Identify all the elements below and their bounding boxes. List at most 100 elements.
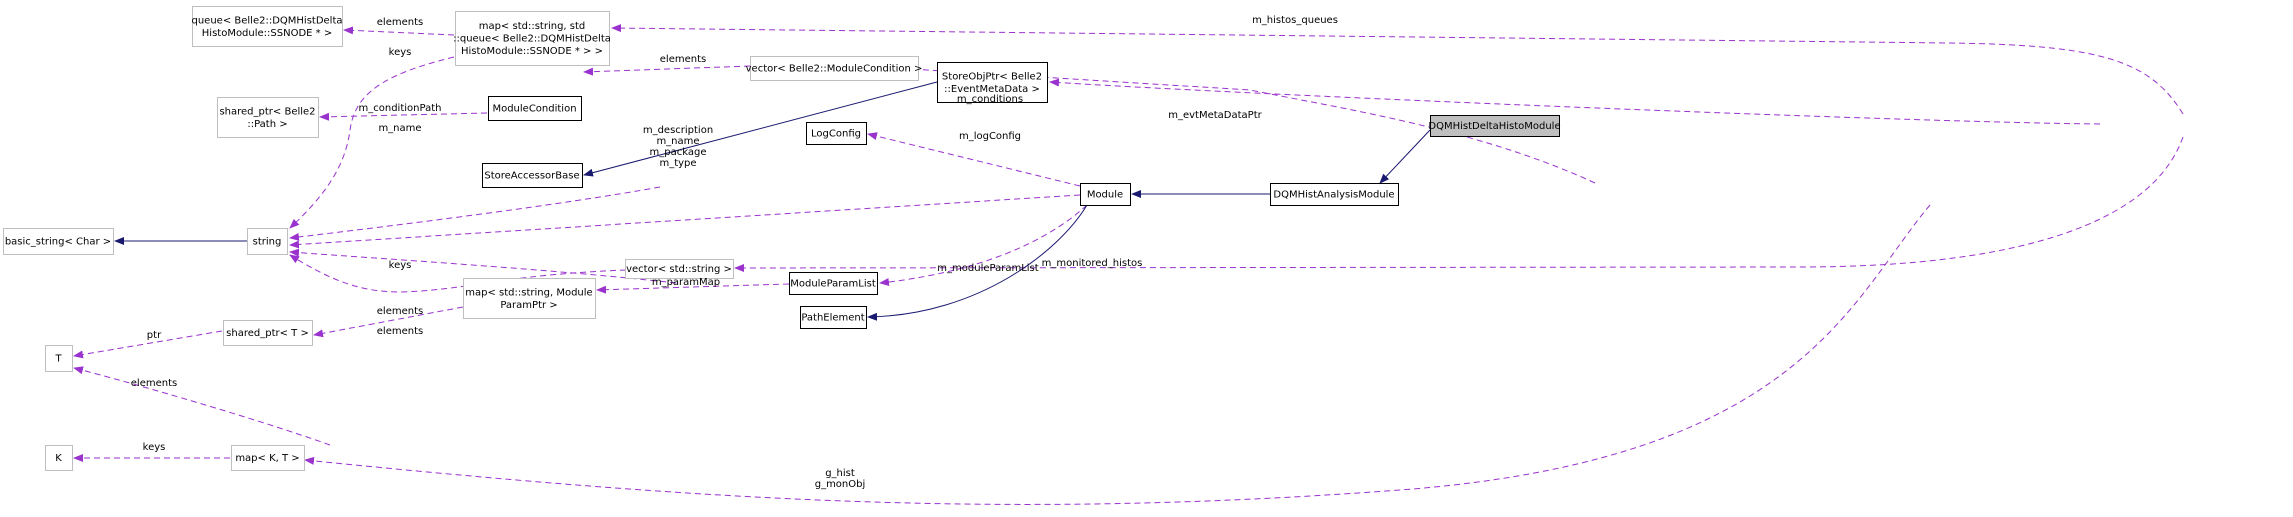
usage-edge — [734, 136, 2184, 272]
node-string-label: string — [253, 237, 282, 248]
edge-label: elements — [377, 326, 423, 337]
node-dqm-hist-delta-histo-module[interactable]: DQMHistDeltaHistoModule — [1428, 115, 1561, 137]
node-shared-ptr-t-label: shared_ptr< T > — [226, 328, 309, 339]
node-k[interactable]: K — [45, 445, 73, 471]
node-string[interactable]: string — [247, 228, 288, 255]
node-store-accessor-base-box — [482, 163, 583, 188]
node-map-queue-label: HistoModule::SSNODE * > > — [461, 46, 603, 57]
edge-label: g_hist — [825, 468, 855, 479]
node-t[interactable]: T — [45, 345, 73, 372]
usage-edge — [861, 62, 1596, 184]
node-queue-ssnode-box — [192, 6, 343, 47]
usage-edge — [879, 204, 1088, 287]
edge-label: m_package — [650, 147, 707, 158]
usage-edge — [73, 366, 331, 446]
node-dqm-hist-analysis-module-box — [1270, 183, 1399, 206]
node-path-element[interactable]: PathElement — [800, 306, 867, 329]
node-store-accessor-base[interactable]: StoreAccessorBase — [482, 163, 583, 188]
node-log-config-label: LogConfig — [811, 129, 861, 140]
node-map-queue-box — [455, 11, 610, 66]
node-module-condition-label: ModuleCondition — [492, 104, 576, 115]
node-shared-ptr-path-label: shared_ptr< Belle2 — [219, 106, 315, 117]
node-vector-module-condition-box — [750, 56, 919, 81]
edge-label: keys — [389, 47, 412, 58]
edge-label: m_evtMetaDataPtr — [1168, 110, 1262, 121]
usage-edge — [867, 132, 1081, 187]
node-store-accessor-base-label: StoreAccessorBase — [484, 171, 579, 182]
node-path-element-label: PathElement — [801, 313, 864, 324]
node-log-config-box — [806, 122, 867, 145]
edge-label: elements — [660, 54, 706, 65]
node-map-kt[interactable]: map< K, T > — [231, 445, 305, 471]
usage-edge — [313, 306, 464, 338]
edge-label: keys — [389, 260, 412, 271]
usage-edge — [1049, 78, 2101, 125]
node-shared-ptr-path[interactable]: shared_ptr< Belle2::Path > — [217, 97, 319, 138]
node-basic-string-label: basic_string< Char > — [5, 237, 111, 248]
node-k-label: K — [55, 453, 62, 464]
node-vector-module-condition-label: vector< Belle2::ModuleCondition > — [746, 64, 923, 75]
usage-edge — [289, 254, 627, 293]
node-basic-string-box — [3, 228, 114, 255]
edge-label: m_monitored_histos — [1042, 258, 1143, 269]
node-map-queue[interactable]: map< std::string, std::queue< Belle2::DQ… — [453, 11, 611, 66]
edge-label: elements — [377, 306, 423, 317]
node-vector-string-label: vector< std::string > — [626, 264, 732, 275]
node-shared-ptr-t-box — [223, 320, 313, 346]
edge-label: keys — [143, 442, 166, 453]
node-module-condition[interactable]: ModuleCondition — [488, 96, 582, 121]
node-module-param-list-label: ModuleParamList — [790, 279, 876, 290]
node-k-box — [45, 445, 73, 471]
node-shared-ptr-path-label: ::Path > — [247, 119, 287, 130]
node-log-config[interactable]: LogConfig — [806, 122, 867, 145]
node-dqm-hist-analysis-module-label: DQMHistAnalysisModule — [1273, 190, 1394, 201]
usage-edge — [596, 283, 790, 294]
edge-label: g_monObj — [815, 479, 866, 490]
edge-label: m_conditionPath — [359, 103, 442, 114]
edge-label: ptr — [147, 330, 162, 341]
node-t-box — [45, 345, 73, 372]
node-map-kt-label: map< K, T > — [235, 453, 299, 464]
node-module-condition-box — [488, 96, 582, 121]
edge-label: m_paramMap — [652, 277, 720, 288]
node-module[interactable]: Module — [1080, 183, 1131, 206]
node-store-obj-ptr[interactable]: StoreObjPtr< Belle2::EventMetaData > — [937, 62, 1048, 103]
inheritance-edge — [1379, 129, 1431, 184]
node-string-box — [247, 228, 288, 255]
node-module-param-list-box — [789, 272, 878, 295]
node-vector-module-condition[interactable]: vector< Belle2::ModuleCondition > — [746, 56, 923, 81]
node-queue-ssnode[interactable]: queue< Belle2::DQMHistDeltaHistoModule::… — [191, 6, 343, 47]
edge-label: m_logConfig — [959, 131, 1021, 142]
node-dqm-hist-analysis-module[interactable]: DQMHistAnalysisModule — [1270, 183, 1399, 206]
edge-label: elements — [377, 17, 423, 28]
usage-edge — [289, 248, 677, 284]
usage-edge — [343, 26, 455, 36]
node-store-obj-ptr-label: ::EventMetaData > — [944, 84, 1040, 95]
node-dqm-hist-delta-histo-module-label: DQMHistDeltaHistoModule — [1428, 121, 1560, 132]
node-basic-string[interactable]: basic_string< Char > — [3, 228, 114, 255]
usage-edge — [319, 112, 488, 121]
node-path-element-box — [800, 306, 867, 329]
usage-edge — [304, 204, 1931, 505]
node-map-queue-label: map< std::string, std — [479, 21, 586, 32]
node-shared-ptr-path-box — [217, 97, 319, 138]
inheritance-edge — [867, 204, 1088, 321]
node-module-label: Module — [1087, 190, 1123, 201]
node-map-kt-box — [231, 445, 305, 471]
usage-edge — [73, 330, 223, 359]
usage-edge — [289, 186, 661, 241]
node-vector-string[interactable]: vector< std::string > — [625, 259, 734, 279]
inheritance-edge — [583, 81, 938, 177]
edge-label: elements — [131, 378, 177, 389]
usage-edge — [289, 194, 1081, 249]
edge-label: m_histos_queues — [1252, 15, 1338, 26]
edge-label: m_description — [643, 125, 713, 136]
node-store-obj-ptr-label: StoreObjPtr< Belle2 — [942, 71, 1042, 82]
node-queue-ssnode-label: queue< Belle2::DQMHistDelta — [191, 15, 342, 26]
edge-label: m_type — [659, 158, 696, 169]
node-shared-ptr-t[interactable]: shared_ptr< T > — [223, 320, 313, 346]
node-map-queue-label: ::queue< Belle2::DQMHistDelta — [453, 34, 611, 45]
node-module-param-list[interactable]: ModuleParamList — [789, 272, 878, 295]
